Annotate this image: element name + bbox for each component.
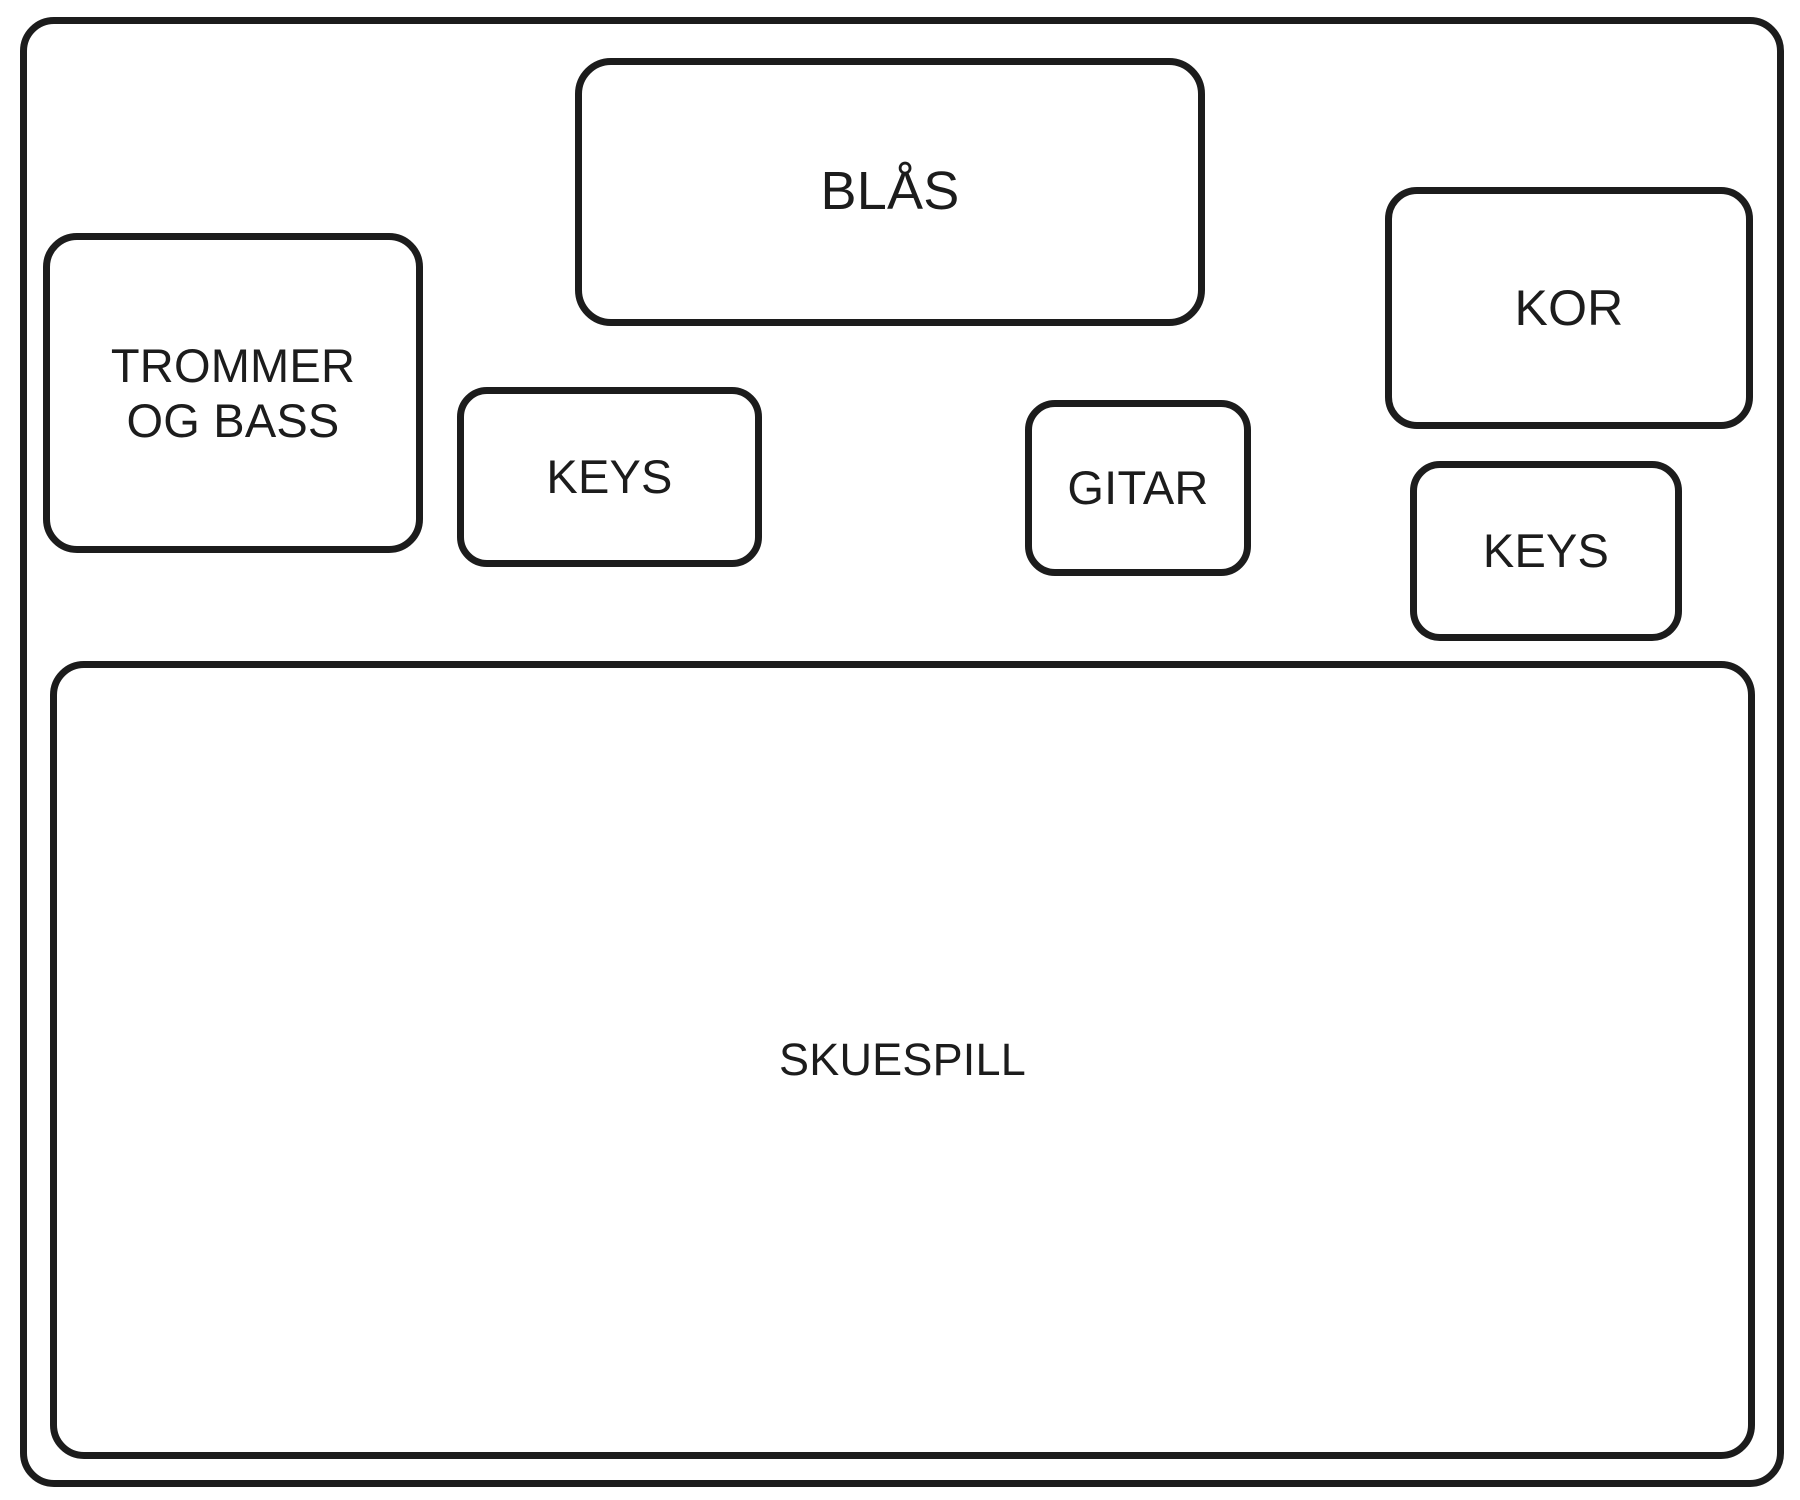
zone-label-gitar: GITAR xyxy=(1067,461,1209,515)
zone-label-skuespill: SKUESPILL xyxy=(779,1034,1026,1086)
zone-label-keys-right: KEYS xyxy=(1482,524,1610,578)
zone-blas[interactable]: BLÅS xyxy=(575,58,1205,326)
stage-outline xyxy=(20,17,1784,1487)
zone-keys-left[interactable]: KEYS xyxy=(457,387,762,567)
zone-label-blas: BLÅS xyxy=(820,161,960,222)
zone-label-trommer-og-bass: TROMMER OG BASS xyxy=(110,338,356,447)
zone-label-kor: KOR xyxy=(1514,279,1624,336)
zone-kor[interactable]: KOR xyxy=(1385,187,1753,429)
zone-trommer-og-bass[interactable]: TROMMER OG BASS xyxy=(43,233,423,553)
zone-gitar[interactable]: GITAR xyxy=(1025,400,1251,576)
zone-label-keys-left: KEYS xyxy=(546,450,673,504)
zone-keys-right[interactable]: KEYS xyxy=(1410,461,1682,641)
zone-skuespill[interactable]: SKUESPILL xyxy=(50,661,1755,1459)
